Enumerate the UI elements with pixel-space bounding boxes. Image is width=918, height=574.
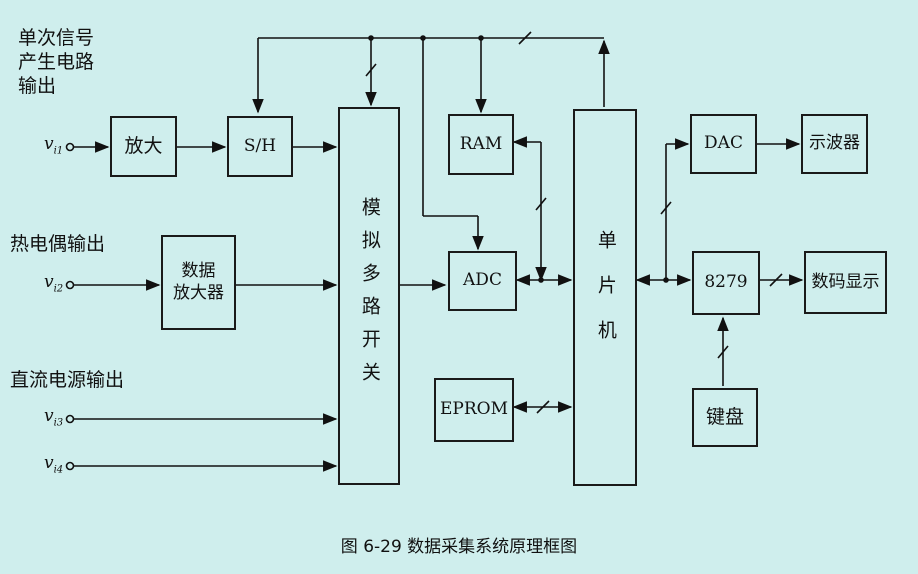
analog-mux-block: 模拟多路开关 xyxy=(338,107,400,485)
adc-block: ADC xyxy=(448,251,517,311)
input-vi3: vi3 xyxy=(44,406,64,429)
figure-caption: 图 6-29 数据采集系统原理框图 xyxy=(340,537,578,557)
keyboard-block: 键盘 xyxy=(692,388,758,447)
ram-block: RAM xyxy=(448,114,514,175)
oscilloscope-block: 示波器 xyxy=(801,114,868,174)
input-vi4: vi4 xyxy=(44,453,64,476)
data-amplifier-block: 数据 放大器 xyxy=(161,235,236,330)
eprom-block: EPROM xyxy=(434,378,514,442)
dc-supply-label: 直流电源输出 xyxy=(10,369,125,391)
amplifier-block: 放大 xyxy=(110,116,177,177)
mcu-block: 单片机 xyxy=(573,109,637,486)
digital-display-block: 数码显示 xyxy=(804,251,887,314)
sample-hold-block: S/H xyxy=(227,116,293,177)
input-vi2: vi2 xyxy=(44,272,64,295)
input-vi1: vi1 xyxy=(44,134,64,157)
thermocouple-label: 热电偶输出 xyxy=(10,233,106,255)
chip-8279-block: 8279 xyxy=(692,251,760,315)
single-signal-label: 单次信号 产生电路 输出 xyxy=(18,27,95,97)
dac-block: DAC xyxy=(690,114,757,174)
